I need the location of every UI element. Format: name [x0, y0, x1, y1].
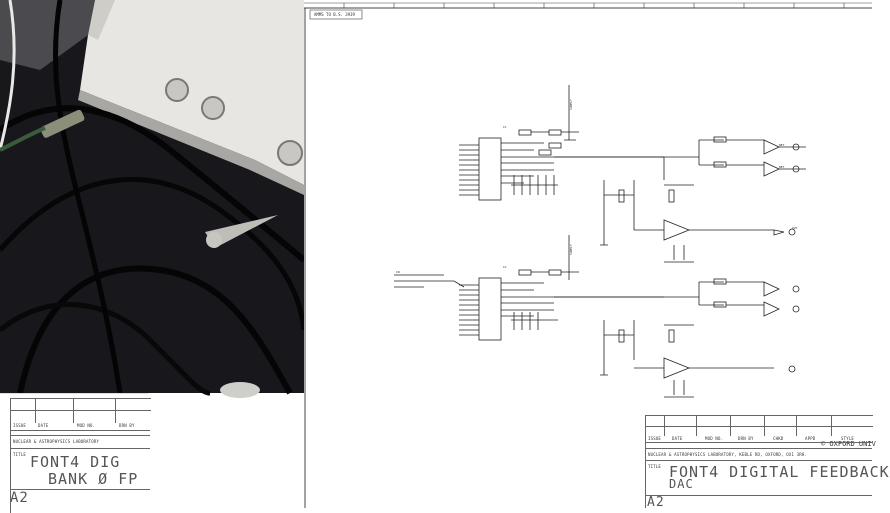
- revision-table-left: [10, 398, 151, 423]
- header-date: DATE: [38, 423, 49, 428]
- title-label-left: TITLE: [13, 452, 27, 457]
- title-line2-left: BANK Ø FP: [48, 470, 139, 488]
- svg-text:IC: IC: [503, 125, 507, 129]
- header-mod-no: MOD NO.: [77, 423, 96, 428]
- sheet-note: AMMS TO B.S. 3939: [314, 12, 355, 17]
- lab-name-right: NUCLEAR & ASTROPHYSICS LABORATORY, KEBLE…: [648, 452, 808, 457]
- equipment-photo: [0, 0, 307, 398]
- title-line1-left: FONT4 DIG: [30, 453, 121, 471]
- header-style-right: STYLE: [841, 436, 855, 441]
- schematic-drawing: IC SUPPLY NET NET OUT: [304, 2, 872, 508]
- title-line2-right: DAC: [669, 477, 694, 491]
- header-chkd-right: CHKD: [773, 436, 784, 441]
- svg-text:SUPPLY: SUPPLY: [569, 244, 573, 255]
- header-drn-by-right: DRN BY: [738, 436, 754, 441]
- header-issue: ISSUE: [13, 423, 27, 428]
- header-appd-right: APPD: [805, 436, 816, 441]
- header-issue-right: ISSUE: [648, 436, 662, 441]
- header-drn-by: DRN BY: [119, 423, 135, 428]
- schematic-sheet: IC SUPPLY NET NET OUT: [304, 0, 872, 508]
- header-mod-no-right: MOD NO.: [705, 436, 724, 441]
- svg-text:OUT: OUT: [792, 226, 798, 230]
- title-block-left: ISSUE DATE MOD NO. DRN BY NUCLEAR & ASTR…: [0, 393, 151, 513]
- revision-table-right: [645, 415, 873, 436]
- copyright-text: © OXFORD UNIV: [821, 440, 876, 448]
- svg-text:IN: IN: [396, 270, 400, 274]
- size-code-right: A2: [647, 495, 665, 510]
- title-block-right: ISSUE DATE MOD NO. DRN BY CHKD APPD STYL…: [645, 415, 889, 510]
- equipment-photo-drawing: [0, 0, 307, 398]
- svg-text:IC: IC: [503, 265, 507, 269]
- size-code-left: A2: [10, 490, 29, 506]
- title-line1-right: FONT4 DIGITAL FEEDBACK: [669, 463, 890, 481]
- title-label-right: TITLE: [648, 464, 662, 469]
- svg-text:SUPPLY: SUPPLY: [569, 99, 573, 110]
- header-date-right: DATE: [672, 436, 683, 441]
- lab-name-left: NUCLEAR & ASTROPHYSICS LABORATORY: [13, 439, 100, 444]
- svg-text:NET: NET: [779, 165, 785, 169]
- svg-text:NET: NET: [779, 143, 785, 147]
